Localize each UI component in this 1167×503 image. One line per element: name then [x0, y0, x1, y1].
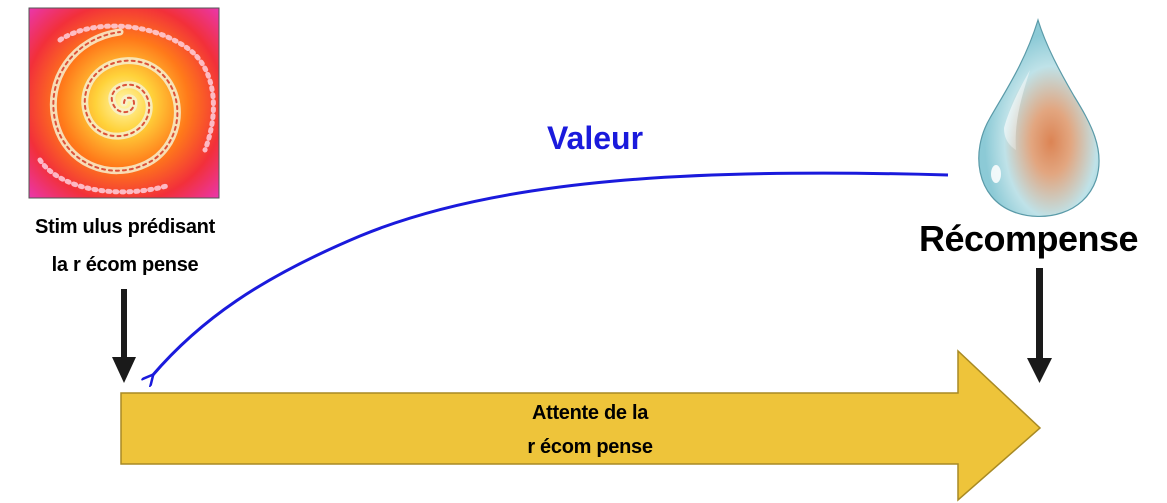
stimulus-down-arrow	[112, 289, 136, 383]
spiral-fractal-image	[28, 7, 220, 199]
stimulus-label-line2: la r écom pense	[51, 254, 199, 276]
value-label: Valeur	[546, 120, 644, 156]
reward-down-arrow	[1027, 268, 1052, 383]
stimulus-label-line1: Stim ulus prédisant	[35, 216, 215, 238]
expectation-arrow	[120, 349, 1042, 502]
expectation-label-line1: Attente de la	[531, 402, 649, 424]
reward-label: Récompense	[918, 218, 1139, 259]
value-arrow	[152, 171, 949, 376]
expectation-label-line2: r écom pense	[527, 436, 653, 458]
water-drop-image	[978, 17, 1100, 218]
